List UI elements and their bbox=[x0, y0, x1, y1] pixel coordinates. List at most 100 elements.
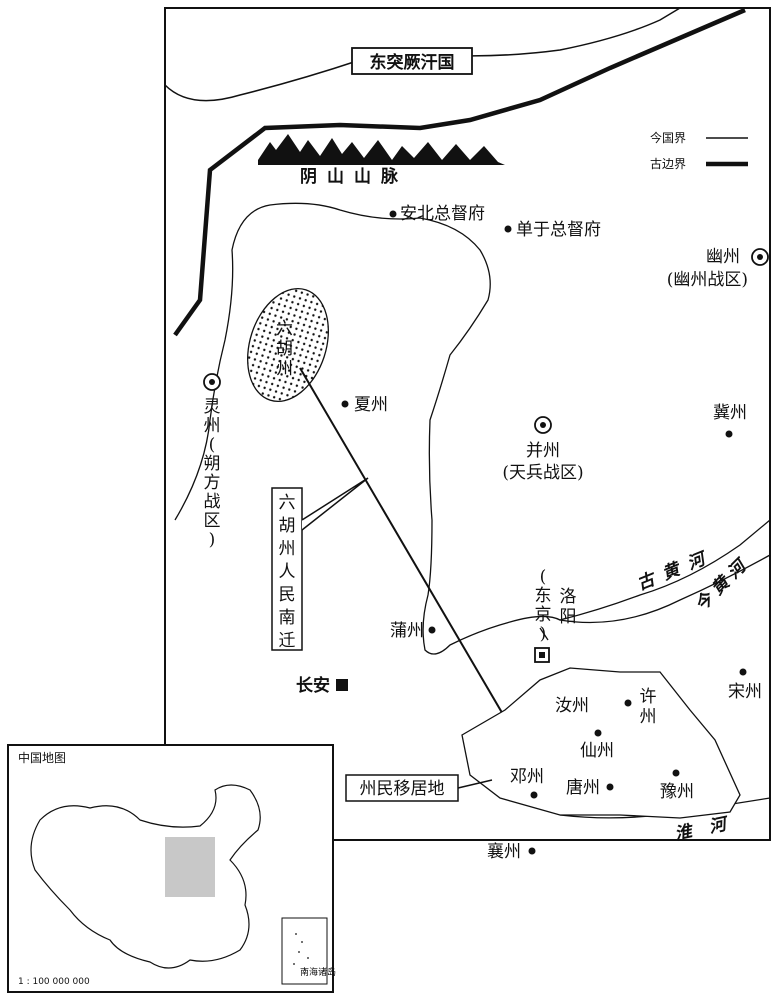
inset-title: 中国地图 bbox=[18, 750, 66, 765]
vertical-char: 许 bbox=[640, 687, 657, 707]
xiangzhou-label: 襄州 bbox=[487, 841, 521, 862]
dengzhou-label: 邓州 bbox=[510, 767, 544, 787]
xuzhou-vertical-label: 许州 bbox=[640, 687, 657, 727]
xiazhou-label: 夏州 bbox=[354, 395, 388, 415]
vertical-char: 人 bbox=[279, 562, 296, 582]
youzhou-bullseye-icon bbox=[751, 248, 769, 266]
liuhuzhou-region bbox=[247, 287, 329, 403]
vertical-char: ( bbox=[540, 567, 547, 587]
chanyu-dot bbox=[504, 225, 512, 233]
xuzhou-vtext: 许州 bbox=[640, 687, 657, 727]
mountain-label: 阴山山脉 bbox=[300, 166, 408, 187]
jizhou-dot bbox=[725, 430, 733, 438]
vertical-char: 民 bbox=[279, 585, 296, 605]
lingzhou-vtext: 灵州(朔方战区) bbox=[204, 397, 221, 550]
settlement-callout-box bbox=[345, 774, 459, 802]
migration-callout-box bbox=[271, 487, 303, 651]
modern-yellow-river bbox=[559, 554, 771, 624]
ancient-border-line bbox=[173, 7, 746, 337]
chanyu-label: 单于总督府 bbox=[516, 220, 601, 240]
tangzhou-dot bbox=[606, 783, 614, 791]
dongjing-vertical-label: (东京) bbox=[535, 567, 552, 644]
luoyang-vertical-label: 洛阳 bbox=[560, 587, 577, 627]
tangzhou-label: 唐州 bbox=[566, 777, 600, 798]
khanate-label-box bbox=[351, 47, 473, 75]
anbei-dot bbox=[389, 210, 397, 218]
dongjing-leader-line bbox=[539, 627, 549, 641]
vertical-char: 州 bbox=[640, 707, 657, 727]
inset-scale: 1 : 100 000 000 bbox=[18, 977, 90, 987]
migration-callout-text: 六胡州人民南迁 bbox=[279, 493, 296, 651]
youzhou-region-label: (幽州战区) bbox=[667, 270, 748, 290]
lingzhou-bullseye-icon bbox=[203, 373, 221, 391]
yuzhou-dot bbox=[672, 769, 680, 777]
legend-modern-label: 今国界 bbox=[650, 130, 686, 145]
luoyang-vtext: 洛阳 bbox=[560, 587, 577, 627]
city-markers bbox=[341, 210, 747, 855]
vertical-char: ) bbox=[540, 624, 547, 644]
vertical-char: 朔 bbox=[204, 454, 221, 474]
vertical-char: ) bbox=[209, 530, 216, 550]
legend-ancient-label: 古边界 bbox=[650, 156, 686, 171]
vertical-char: ( bbox=[209, 435, 216, 455]
xianzhou-dot bbox=[594, 729, 602, 737]
vertical-char: 战 bbox=[204, 492, 221, 512]
legend: 今国界 古边界 bbox=[650, 130, 748, 171]
migration-callout-pointer bbox=[301, 477, 369, 531]
lingzhou-vertical-label: 灵州(朔方战区) bbox=[204, 397, 221, 550]
xiazhou-dot bbox=[341, 400, 349, 408]
bingzhou-region-label: (天兵战区) bbox=[502, 463, 583, 483]
migration-arrow bbox=[299, 367, 521, 744]
changan-capital-icon bbox=[336, 679, 348, 691]
xuzhou-dot bbox=[624, 699, 632, 707]
jizhou-label: 冀州 bbox=[713, 403, 747, 423]
inset-map: 中国地图 南海诸岛 1 : 100 000 000 bbox=[7, 744, 336, 993]
bingzhou-bullseye-icon bbox=[534, 416, 552, 434]
xianzhou-label: 仙州 bbox=[580, 741, 614, 761]
vertical-char: 州 bbox=[276, 359, 293, 379]
vertical-char: 方 bbox=[204, 473, 221, 493]
settlement-callout-pointer bbox=[457, 779, 493, 789]
vertical-char: 州 bbox=[204, 416, 221, 436]
china-outline bbox=[30, 784, 261, 969]
south-sea-box bbox=[281, 917, 328, 985]
songzhou-label: 宋州 bbox=[728, 682, 762, 702]
dongjing-vtext: (东京) bbox=[535, 567, 552, 644]
vertical-char: 胡 bbox=[279, 516, 296, 536]
bingzhou-label: 并州 bbox=[526, 441, 560, 461]
puzhou-dot bbox=[428, 626, 436, 634]
khanate-label: 东突厥汗国 bbox=[370, 52, 455, 73]
liuhuzhou-label-text: 六胡州 bbox=[276, 319, 293, 379]
south-sea-label: 南海诸岛 bbox=[300, 966, 336, 978]
settlement-region bbox=[461, 667, 741, 819]
anbei-label: 安北总督府 bbox=[400, 204, 485, 224]
vertical-char: 南 bbox=[279, 608, 296, 628]
youzhou-label: 幽州 bbox=[706, 247, 740, 267]
vertical-char: 洛 bbox=[560, 587, 577, 607]
vertical-char: 州 bbox=[279, 539, 296, 559]
vertical-char: 东 bbox=[535, 586, 552, 606]
vertical-char: 京 bbox=[535, 605, 552, 625]
dengzhou-dot bbox=[530, 791, 538, 799]
puzhou-label: 蒲州 bbox=[390, 621, 424, 641]
yuzhou-label: 豫州 bbox=[660, 782, 694, 802]
vertical-char: 区 bbox=[204, 511, 221, 531]
vertical-char: 灵 bbox=[204, 397, 221, 417]
inset-highlight-area bbox=[165, 837, 215, 897]
ancient-yellow-river bbox=[174, 202, 771, 655]
liuhuzhou-label: 六胡州 bbox=[276, 319, 293, 379]
songzhou-dot bbox=[739, 668, 747, 676]
vertical-char: 六 bbox=[276, 319, 293, 339]
vertical-char: 胡 bbox=[276, 339, 293, 359]
vertical-char: 迁 bbox=[279, 631, 296, 651]
vertical-char: 阳 bbox=[560, 607, 577, 627]
xiangzhou-dot bbox=[528, 847, 536, 855]
south-sea-islands bbox=[293, 933, 309, 971]
ruzhou-label: 汝州 bbox=[555, 696, 589, 716]
settlement-callout-text: 州民移居地 bbox=[360, 779, 445, 799]
changan-label: 长安 bbox=[296, 675, 330, 696]
yinshan-mountain-icon bbox=[258, 134, 505, 165]
war-region-markers bbox=[203, 248, 769, 434]
luoyang-capital-icon bbox=[534, 647, 550, 663]
